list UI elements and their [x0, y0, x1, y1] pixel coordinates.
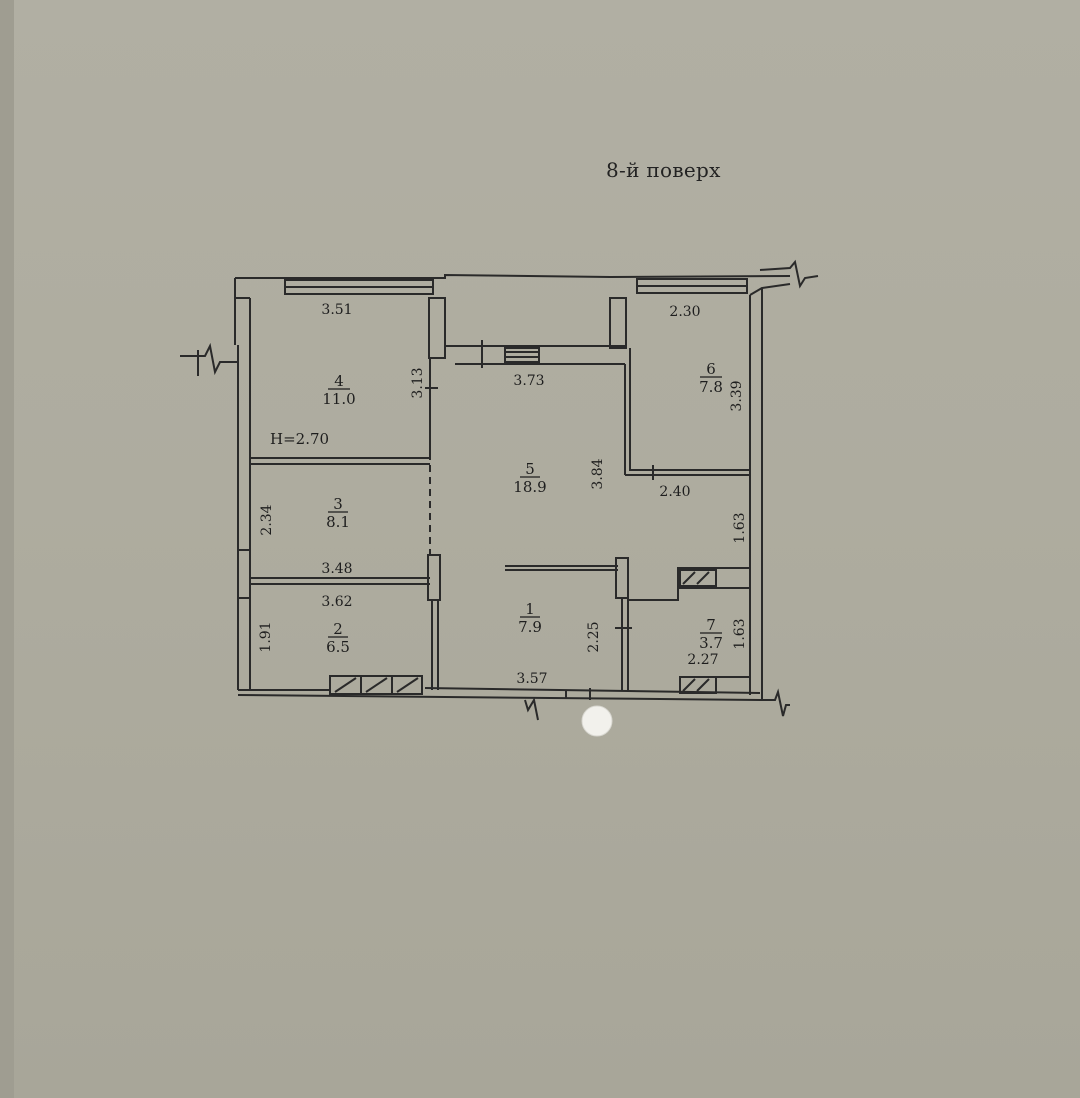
dimension-3-13: 3.13 — [410, 367, 426, 398]
room-3-number: 3 — [333, 495, 343, 513]
room-6-area: 7.8 — [699, 378, 723, 396]
dimension-3-48: 3.48 — [321, 561, 352, 577]
paper-sheet — [14, 0, 1080, 1098]
dimension-3-62: 3.62 — [321, 594, 352, 610]
dimension-2-27: 2.27 — [687, 652, 718, 668]
floor-title: 8-й поверх — [606, 158, 721, 182]
room-7-area: 3.7 — [699, 634, 723, 652]
height-mark: H=2.70 — [270, 430, 329, 448]
room-1-number: 1 — [525, 600, 535, 618]
dimension-3-51: 3.51 — [321, 302, 352, 318]
dimension-3-39: 3.39 — [729, 380, 745, 411]
room-7-number: 7 — [706, 616, 716, 634]
room-3-area: 8.1 — [326, 513, 350, 531]
room-1-area: 7.9 — [518, 618, 542, 636]
dimension-2-40: 2.40 — [659, 484, 690, 500]
room-2-area: 6.5 — [326, 638, 350, 656]
room-4-area: 11.0 — [322, 390, 355, 408]
dimension-1-91: 1.91 — [258, 621, 274, 652]
room-5-area: 18.9 — [513, 478, 546, 496]
dimension-2-30: 2.30 — [669, 304, 700, 320]
dimension-2-34: 2.34 — [259, 504, 275, 535]
dimension-1-63-lower: 1.63 — [732, 618, 748, 649]
fraction-bars — [328, 376, 722, 638]
room-2-number: 2 — [333, 620, 343, 638]
room-5-number: 5 — [525, 460, 535, 478]
page-edge — [0, 0, 14, 1098]
dimension-3-73: 3.73 — [513, 373, 544, 389]
dimension-1-63-upper: 1.63 — [732, 512, 748, 543]
dimension-3-84: 3.84 — [590, 458, 606, 489]
room-4-number: 4 — [334, 372, 344, 390]
room-6-number: 6 — [706, 360, 716, 378]
dimension-2-25: 2.25 — [586, 621, 602, 652]
dimension-3-57: 3.57 — [516, 671, 547, 687]
walls — [180, 259, 819, 721]
location-marker — [581, 705, 613, 737]
